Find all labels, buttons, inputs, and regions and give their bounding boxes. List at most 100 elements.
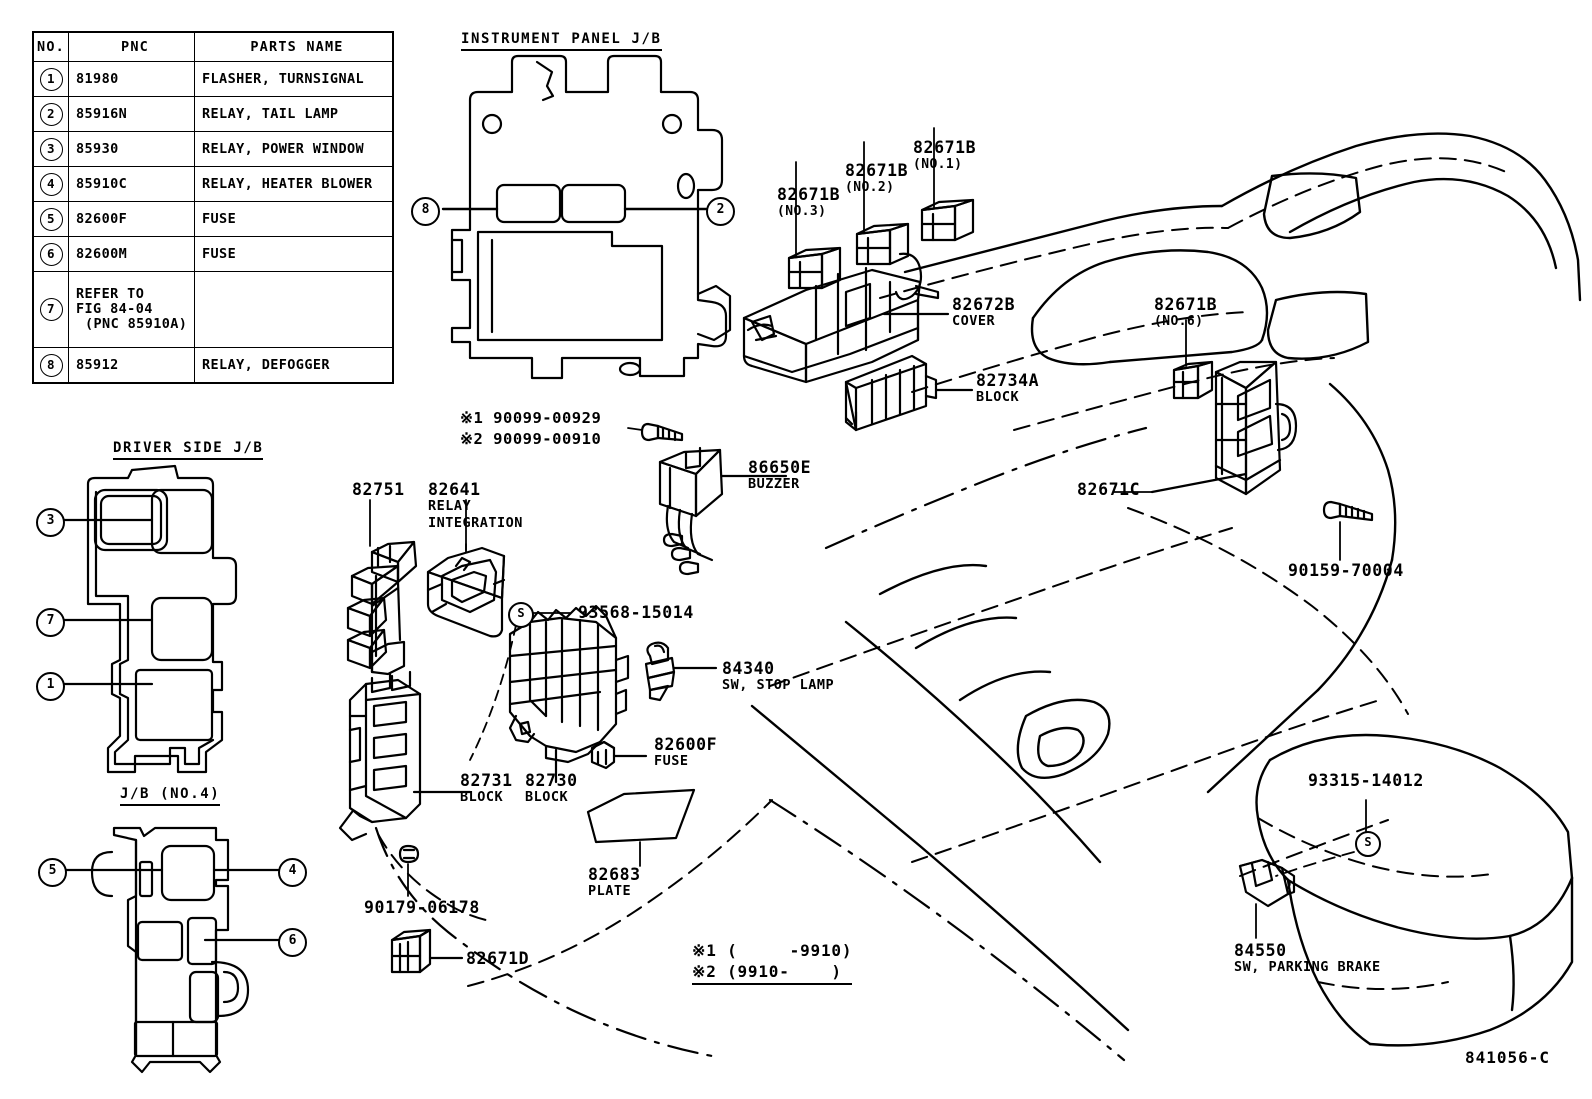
callout-bubble-8[interactable]: 8 <box>411 197 440 226</box>
relay-82671b-no2 <box>855 141 910 266</box>
label-82671c: 82671C <box>1077 481 1140 498</box>
label-sub3: INTEGRATION <box>428 515 523 531</box>
label-code: 82730 <box>525 771 578 790</box>
label-90179-06178: 90179-06178 <box>364 899 480 916</box>
row-parts-name: RELAY, POWER WINDOW <box>194 131 394 167</box>
section-title-jb-no4: J/B (NO.4) <box>120 786 221 806</box>
parking-brake-switch-84550 <box>1238 858 1296 939</box>
label-82683-plate: 82683 PLATE <box>588 866 641 900</box>
label-code: 82641 <box>428 480 481 499</box>
label-82671b-no3: 82671B (NO.3) <box>777 186 840 220</box>
rear-console-hidden <box>1257 817 1493 990</box>
dashboard-outline <box>903 132 1582 794</box>
label-sub: COVER <box>952 313 996 329</box>
header-no: NO. <box>32 31 69 62</box>
row-callout: 8 <box>32 347 69 384</box>
label-sub: BLOCK <box>525 789 569 805</box>
label-86650e-buzzer: 86650E BUZZER <box>748 459 811 493</box>
table-row: 5 82600F FUSE <box>32 201 394 237</box>
table-header-row: NO. PNC PARTS NAME <box>32 31 394 62</box>
table-row: 1 81980 FLASHER, TURNSIGNAL <box>32 61 394 97</box>
row-parts-name: FLASHER, TURNSIGNAL <box>194 61 394 97</box>
callout-bubble-4[interactable]: 4 <box>278 858 307 887</box>
label-code: 82671B <box>913 138 977 157</box>
figure-id: 841056-C <box>1465 1048 1551 1067</box>
label-84550-parking-brake-switch: 84550 SW, PARKING BRAKE <box>1234 942 1381 976</box>
fuse-82600f <box>590 740 648 770</box>
row-pnc: 85912 <box>68 347 195 384</box>
label-sub: (NO.6) <box>1154 314 1204 329</box>
label-sub: (NO.3) <box>777 204 827 219</box>
connector-82671c <box>1150 360 1298 496</box>
row-callout: 1 <box>32 61 69 97</box>
row-pnc: 82600M <box>68 236 195 272</box>
table-row: 6 82600M FUSE <box>32 236 394 272</box>
callout-bubble-1[interactable]: 1 <box>36 672 65 701</box>
label-code: 82600F <box>654 735 718 754</box>
callout-bubble-7[interactable]: 7 <box>36 608 65 637</box>
label-sub: BUZZER <box>748 476 800 492</box>
label-82671b-no2: 82671B (NO.2) <box>845 162 908 196</box>
row-callout: 4 <box>32 166 69 202</box>
boundary-dash-dot <box>374 426 1148 1062</box>
label-code: 82672B <box>952 295 1016 314</box>
nut-90179 <box>398 844 420 897</box>
label-sub: SW, PARKING BRAKE <box>1234 959 1381 975</box>
label-code: 93568-15014 <box>578 603 694 622</box>
relay-82671b-no6 <box>1172 319 1214 400</box>
label-code: 82671C <box>1077 480 1141 499</box>
relay-82671b-no3 <box>787 161 842 290</box>
row-callout: 7 <box>32 271 69 348</box>
callout-bubble-6[interactable]: 6 <box>278 928 307 957</box>
row-callout: 3 <box>32 131 69 167</box>
row-callout: 2 <box>32 96 69 132</box>
label-code: 82731 <box>460 771 513 790</box>
stop-lamp-switch-84340 <box>644 641 718 702</box>
row-pnc: 85916N <box>68 96 195 132</box>
table-row: 3 85930 RELAY, POWER WINDOW <box>32 131 394 167</box>
screw-marker-s-icon: S <box>1355 831 1381 857</box>
label-sub: BLOCK <box>976 389 1020 405</box>
label-code: 90159-70004 <box>1288 561 1404 580</box>
label-82671b-no6: 82671B (NO.6) <box>1154 296 1217 330</box>
label-93315-14012: 93315-14012 <box>1308 772 1424 789</box>
callout-bubble-2[interactable]: 2 <box>706 197 735 226</box>
bolt-note-1: ※1 90099-00929 <box>460 409 602 427</box>
instrument-panel-jb-drawing <box>441 54 732 380</box>
label-82730-block: 82730 BLOCK <box>525 772 578 806</box>
screw-90159 <box>1322 500 1374 561</box>
date-range-legend: ※1 ( -9910) ※2 (9910- ) <box>692 940 853 985</box>
driver-side-jb-drawing <box>60 464 238 774</box>
label-sub: SW, STOP LAMP <box>722 677 835 693</box>
label-82671b-no1: 82671B (NO.1) <box>913 139 976 173</box>
row-parts-name: FUSE <box>194 236 394 272</box>
plate-82683 <box>586 788 696 867</box>
row-parts-name: RELAY, DEFOGGER <box>194 347 394 384</box>
label-93568-15014: 93568-15014 <box>578 604 694 621</box>
label-code: 86650E <box>748 458 812 477</box>
label-code: 82671D <box>466 949 530 968</box>
row-parts-name: RELAY, TAIL LAMP <box>194 96 394 132</box>
table-row: 2 85916N RELAY, TAIL LAMP <box>32 96 394 132</box>
callout-bubble-5[interactable]: 5 <box>38 858 67 887</box>
row-pnc: 81980 <box>68 61 195 97</box>
section-title-driver-side-jb: DRIVER SIDE J/B <box>113 440 264 460</box>
fuse-block-82734a <box>844 354 974 432</box>
bolt-90099 <box>627 422 684 442</box>
row-callout: 5 <box>32 201 69 237</box>
refer-line1: REFER TO <box>76 286 145 302</box>
relay-82671b-no1 <box>920 127 975 242</box>
row-pnc: REFER TO FIG 84-04 (PNC 85910A) <box>68 271 195 348</box>
label-sub: PLATE <box>588 883 632 899</box>
header-pnc: PNC <box>68 31 195 62</box>
relay-cover-82672b <box>742 252 950 384</box>
bolt-note-2: ※2 90099-00910 <box>460 430 602 448</box>
label-code: 82683 <box>588 865 641 884</box>
label-82641-relay-integration: 82641 RELAY INTEGRATION <box>428 481 523 532</box>
callout-bubble-3[interactable]: 3 <box>36 508 65 537</box>
label-82672b-cover: 82672B COVER <box>952 296 1015 330</box>
label-sub: FUSE <box>654 753 689 769</box>
label-82731-block: 82731 BLOCK <box>460 772 513 806</box>
connector-82751 <box>346 499 418 676</box>
row-callout: 6 <box>32 236 69 272</box>
